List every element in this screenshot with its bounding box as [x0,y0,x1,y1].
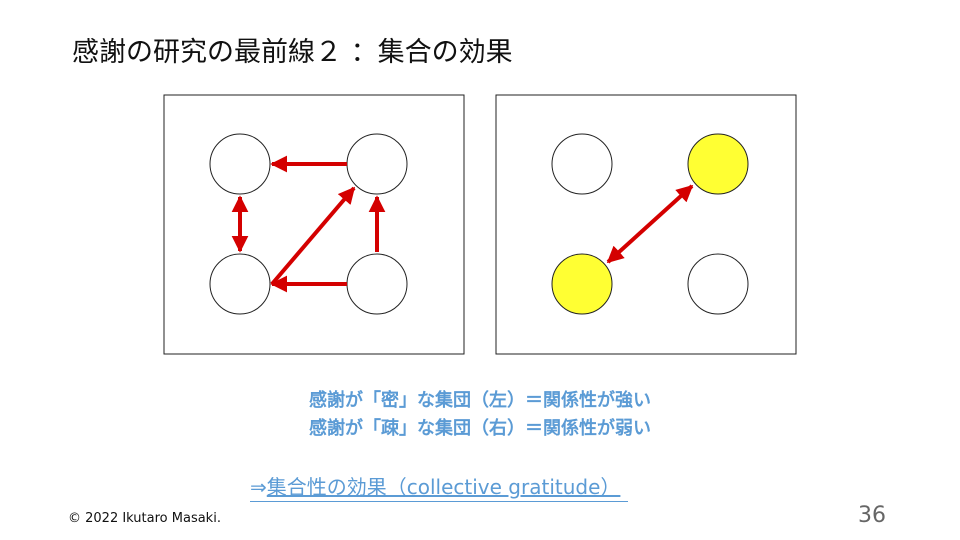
conclusion-text: 集合性の効果（collective gratitude） [266,475,621,499]
slide-title: 感謝の研究の最前線２ ：集合の効果 [72,37,513,68]
node-top-left [551,133,613,195]
dense-group-panel [163,94,465,355]
node-bottom-right [687,253,749,315]
conclusion-line: ⇒集合性の効果（collective gratitude） [250,471,629,502]
node-top-left [209,133,271,195]
node-bottom-right [346,253,408,315]
node-bottom-left-highlighted [551,253,613,315]
node-bottom-left [209,253,271,315]
page-number: 36 [858,503,886,528]
caption-dense-group: 感謝が「密」な集団（左）＝関係性が強い [309,390,651,411]
arrow-bottomleft-to-topright [270,186,356,286]
sparse-group-panel [495,94,797,355]
caption-sparse-group: 感謝が「疎」な集団（右）＝関係性が弱い [309,418,651,439]
copyright-notice: © 2022 Ikutaro Masaki. [68,511,221,526]
arrow-topright-bottomleft-bidirectional [606,184,694,264]
node-top-right [346,133,408,195]
implies-arrow-icon: ⇒ [250,475,267,499]
node-top-right-highlighted [687,133,749,195]
